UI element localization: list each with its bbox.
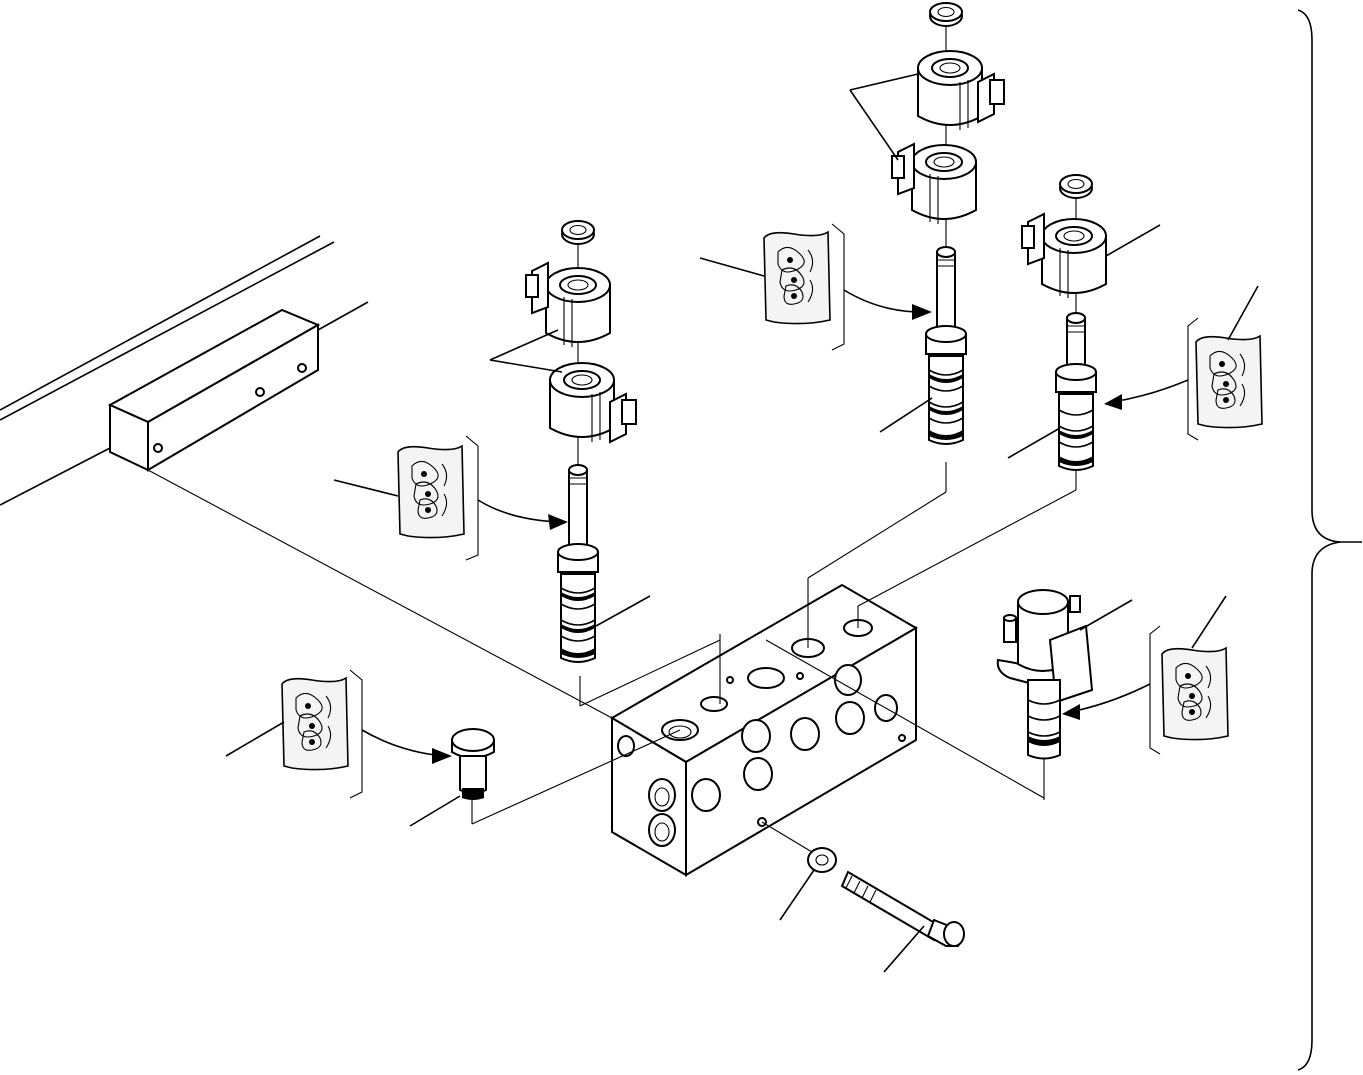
sealant-tube [225, 223, 1263, 799]
solenoid-valve-front-right [996, 589, 1133, 760]
bolt [840, 870, 965, 973]
solenoid-valve-center [849, 2, 1005, 445]
mounting-bracket [107, 308, 321, 472]
solenoid-valve-right [1021, 174, 1161, 471]
valve-block [610, 583, 918, 877]
frame-rail [0, 235, 369, 506]
solenoid-valve-left [525, 220, 637, 663]
washer [779, 847, 837, 921]
callout-leaders [489, 329, 1061, 627]
assembly-lines [147, 462, 1077, 853]
grouping-brace [1297, 9, 1362, 1071]
plug [409, 728, 495, 827]
